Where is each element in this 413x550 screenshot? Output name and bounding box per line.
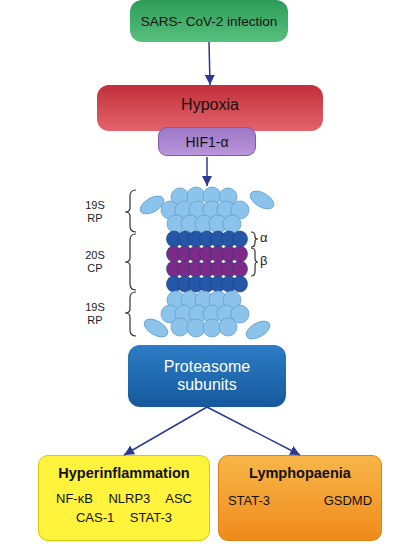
regulatory-cap-bottom (141, 291, 273, 343)
bracket (125, 292, 136, 336)
part-label: 20S CP (78, 249, 112, 274)
node-body: NF-κB NLRP3 ASC CAS-1 STAT-3 (44, 490, 204, 528)
node-title: Hypoxia (181, 96, 239, 114)
node-title: HIF1-α (185, 134, 228, 150)
process-box: Hypoxia (97, 85, 323, 131)
flow-arrow (209, 42, 210, 85)
regulatory-cap-top (137, 187, 277, 233)
subunit-label: β (260, 253, 267, 268)
core-particle (167, 231, 248, 292)
process-box: Proteasome subunits (128, 345, 286, 407)
bracket (125, 190, 258, 336)
bracket (251, 248, 258, 276)
node-title: Lymphopaenia (249, 465, 351, 481)
flow-arrow (124, 407, 207, 455)
outcome-box: LymphopaeniaSTAT-3 GSDMD (218, 455, 382, 541)
hif-arrow (206, 157, 208, 186)
subunit-label: α (260, 230, 268, 245)
outcome-box: HyperinflammationNF-κB NLRP3 ASC CAS-1 S… (38, 455, 210, 541)
flow-arrow (207, 407, 300, 455)
part-label: 19S RP (78, 199, 112, 224)
node-title: SARS- CoV-2 infection (141, 14, 278, 29)
start-box: SARS- CoV-2 infection (130, 0, 288, 42)
bracket (125, 190, 136, 232)
node-title: Proteasome subunits (152, 358, 262, 394)
bracket (251, 232, 258, 247)
factor-box: HIF1-α (158, 127, 256, 156)
node-body: STAT-3 GSDMD (228, 493, 372, 508)
bracket (125, 234, 136, 290)
node-title: Hyperinflammation (58, 465, 189, 481)
part-label: 19S RP (78, 301, 112, 326)
